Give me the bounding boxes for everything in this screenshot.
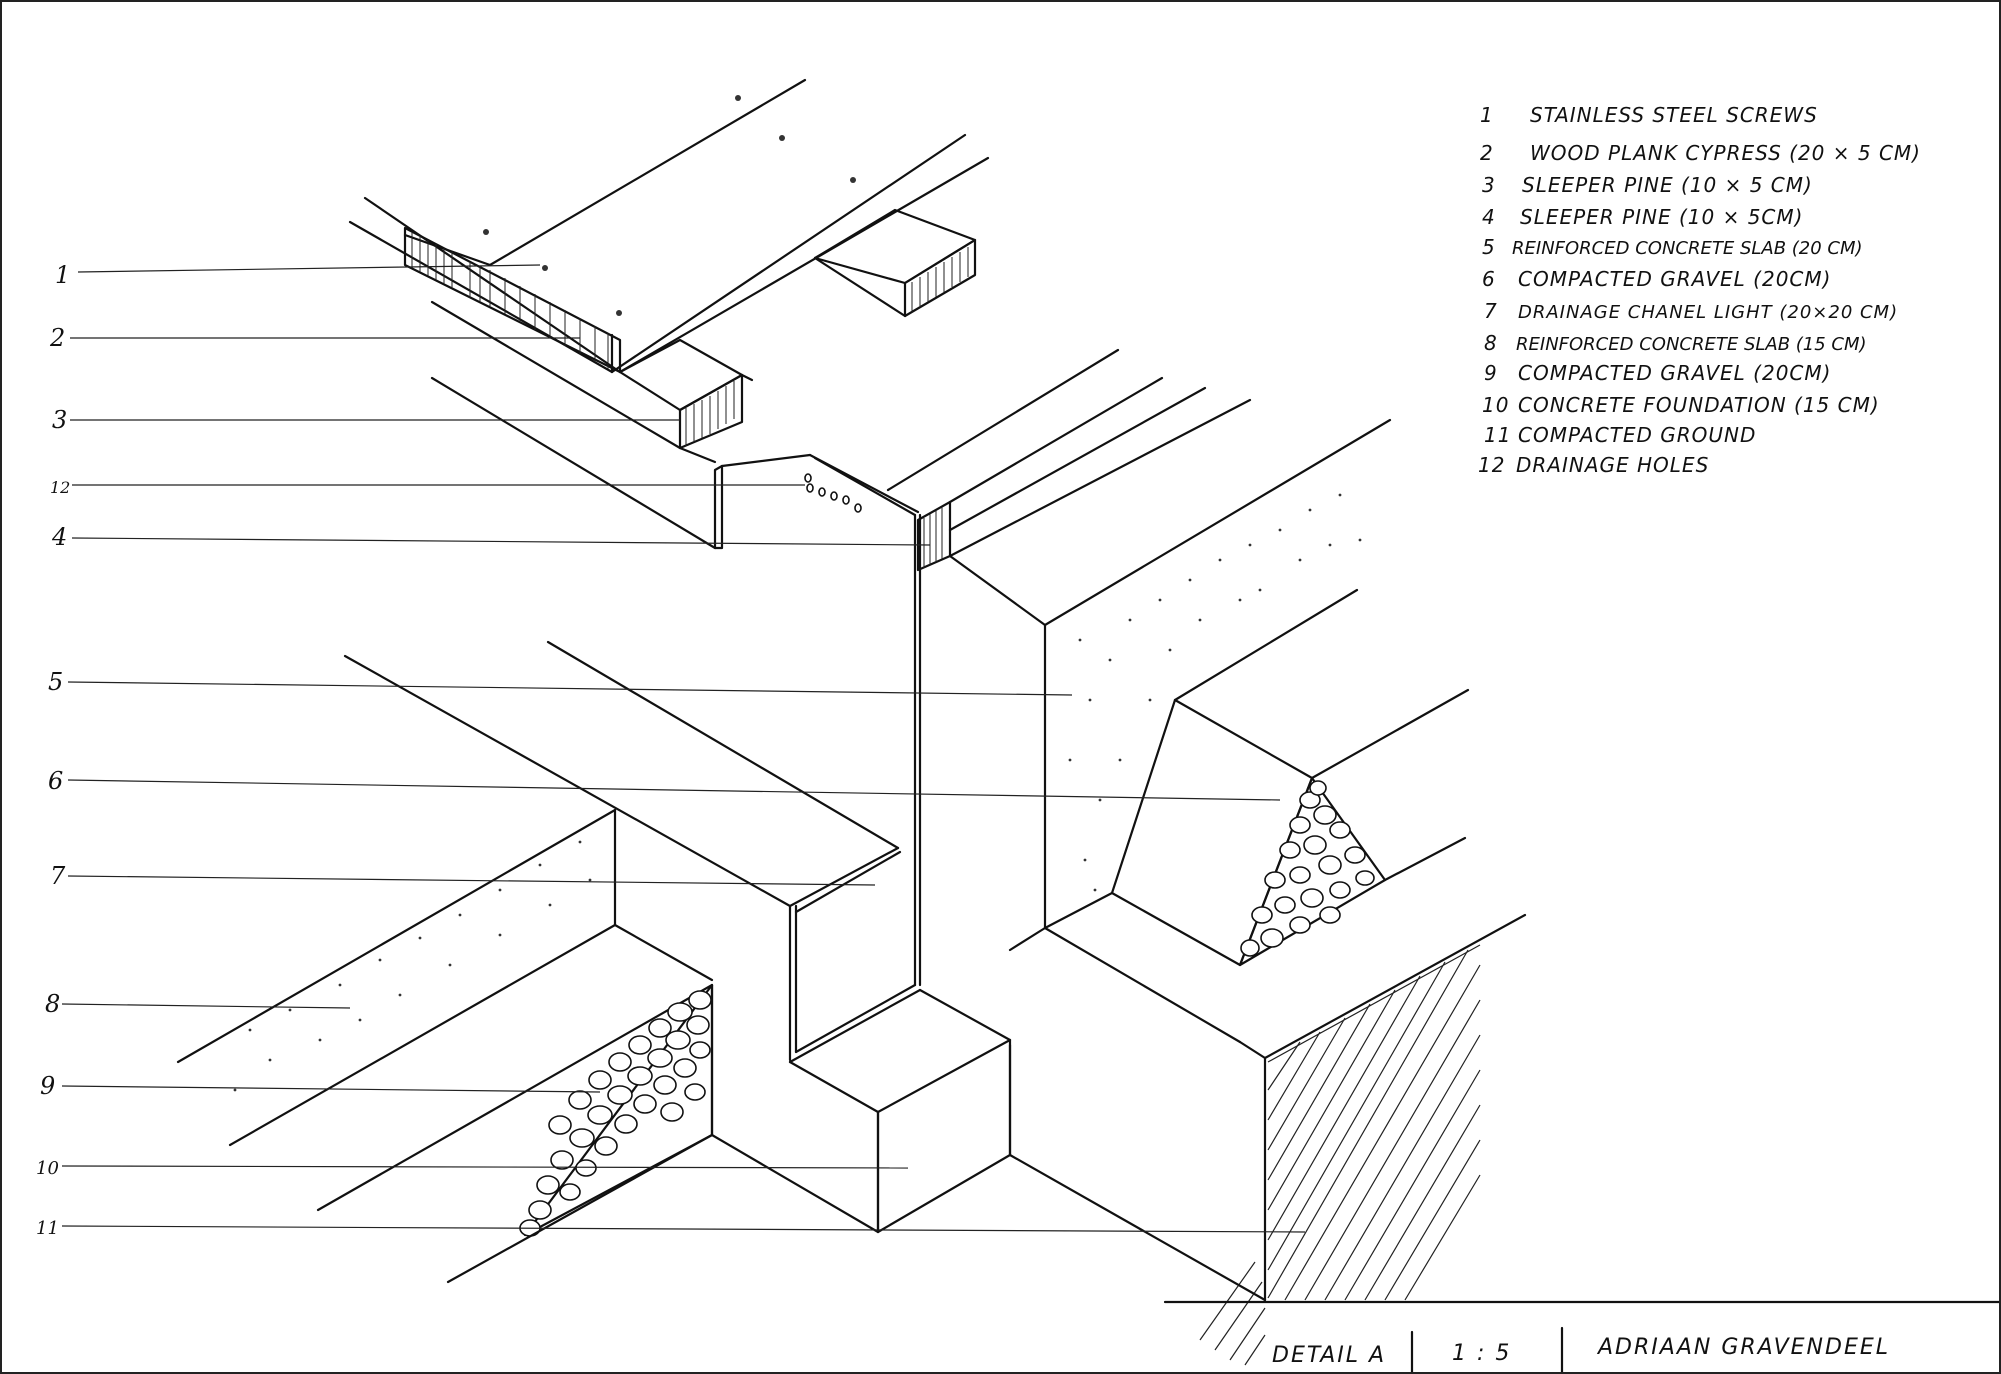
screws (483, 95, 856, 316)
left-gravel (316, 983, 714, 1237)
legend-text-4: SLEEPER PINE (10 × 5CM) (1520, 205, 1803, 229)
sleeper-end-grain (911, 247, 969, 312)
callout-10: 10 (36, 1158, 59, 1179)
title-detail: DETAIL A (1272, 1343, 1386, 1368)
legend-text-12: DRAINAGE HOLES (1516, 453, 1709, 477)
title-author: ADRIAAN GRAVENDEEL (1596, 1335, 1890, 1360)
legend-num-10: 10 (1482, 393, 1509, 417)
gravel-pebbles-left (519, 990, 712, 1237)
callout-7: 7 (50, 862, 66, 890)
front-sleeper-grain (685, 381, 735, 446)
legend-num-7: 7 (1484, 299, 1498, 323)
legend-num-8: 8 (1484, 331, 1498, 355)
callout-3: 3 (52, 406, 67, 434)
legend-text-5: REINFORCED CONCRETE SLAB (20 CM) (1512, 238, 1863, 259)
legend-num-9: 9 (1484, 361, 1498, 385)
compacted-ground-block (1199, 913, 1527, 1366)
legend-text-8: REINFORCED CONCRETE SLAB (15 CM) (1516, 334, 1867, 355)
gravel-right (1110, 588, 1470, 967)
concrete-slab-right (948, 418, 1392, 1044)
callout-4: 4 (51, 523, 67, 551)
title-block: DETAIL A 1 : 5 ADRIAAN GRAVENDEEL (1163, 1300, 2001, 1374)
callout-8: 8 (45, 990, 60, 1018)
legend-num-6: 6 (1482, 267, 1496, 291)
legend: 1 STAINLESS STEEL SCREWS 2 WOOD PLANK CY… (1478, 103, 1921, 477)
legend-text-7: DRAINAGE CHANEL LIGHT (20×20 CM) (1518, 302, 1898, 323)
plank-end-grain (411, 232, 609, 369)
legend-text-11: COMPACTED GROUND (1518, 423, 1756, 447)
left-slab-stipple (233, 840, 592, 1092)
drainage-channel (430, 348, 1252, 1064)
legend-num-11: 11 (1484, 423, 1511, 447)
gravel-pebbles-right (1240, 780, 1375, 957)
callout-2: 2 (49, 324, 65, 352)
sleeper-4-grain (923, 507, 943, 568)
concrete-foundation (446, 926, 1267, 1302)
legend-text-9: COMPACTED GRAVEL (20CM) (1518, 361, 1831, 385)
callout-leaders (61, 264, 1306, 1233)
callout-11: 11 (36, 1218, 59, 1239)
callout-1: 1 (55, 261, 70, 289)
legend-num-4: 4 (1482, 205, 1496, 229)
legend-text-3: SLEEPER PINE (10 × 5 CM) (1522, 173, 1813, 197)
slab-stipple (1068, 493, 1362, 892)
legend-text-6: COMPACTED GRAVEL (20CM) (1518, 267, 1831, 291)
callout-6: 6 (48, 767, 63, 795)
legend-text-2: WOOD PLANK CYPRESS (20 × 5 CM) (1530, 141, 1921, 165)
wood-deck (348, 78, 990, 464)
callout-12: 12 (50, 478, 70, 497)
callout-numbers: 1 2 3 12 4 5 6 7 8 9 10 11 (36, 261, 70, 1239)
legend-num-1: 1 (1480, 103, 1494, 127)
legend-num-12: 12 (1478, 453, 1505, 477)
drainage-holes (804, 473, 862, 513)
legend-text-10: CONCRETE FOUNDATION (15 CM) (1518, 393, 1880, 417)
legend-text-1: STAINLESS STEEL SCREWS (1530, 103, 1818, 127)
callout-5: 5 (48, 668, 63, 696)
legend-num-3: 3 (1482, 173, 1496, 197)
title-scale: 1 : 5 (1452, 1341, 1511, 1366)
legend-num-2: 2 (1480, 141, 1494, 165)
legend-num-5: 5 (1482, 235, 1496, 259)
left-slab (176, 640, 900, 1147)
callout-9: 9 (40, 1072, 55, 1100)
